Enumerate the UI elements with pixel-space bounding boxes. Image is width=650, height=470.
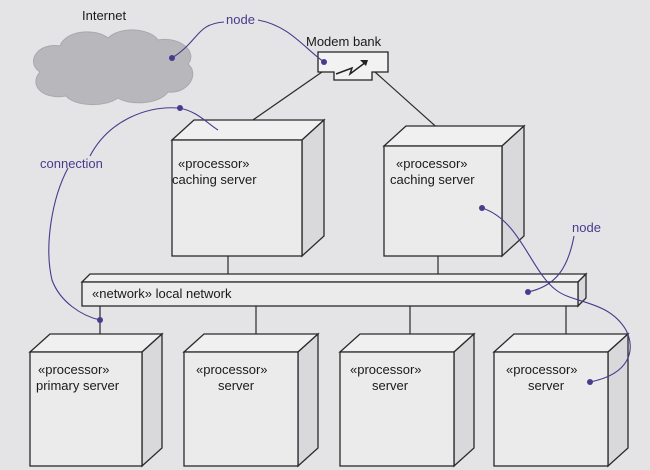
node-annotation-curve-top (171, 21, 225, 59)
caching-server-2-name: caching server (390, 172, 475, 187)
caching-server-2-stereotype: «processor» (396, 156, 468, 171)
caching-server-node-2 (382, 124, 526, 258)
primary-server-node (28, 332, 164, 468)
node-annotation-right: node (572, 220, 601, 235)
annotation-dot (587, 379, 593, 385)
modem-links (249, 71, 443, 133)
primary-server-name: primary server (36, 378, 120, 393)
local-network-bar (80, 272, 588, 308)
annotation-dot (321, 59, 327, 65)
server-node-1 (182, 332, 320, 468)
server-links (99, 306, 567, 346)
modem-bank-label: Modem bank (306, 34, 382, 49)
server-2-name: server (372, 378, 409, 393)
connection-annotation: connection (40, 156, 103, 171)
internet-label: Internet (82, 8, 127, 23)
server-1-stereotype: «processor» (196, 362, 268, 377)
connection-annotation-curve-top (89, 107, 219, 157)
server-node-3 (492, 332, 630, 468)
annotation-dots (97, 55, 593, 385)
annotation-dot (525, 289, 531, 295)
connection-annotation-curve-bottom (48, 167, 101, 321)
annotation-curves (48, 19, 631, 383)
server-3-name: server (528, 378, 565, 393)
server-1-name: server (218, 378, 255, 393)
caching-server-1-stereotype: «processor» (178, 156, 250, 171)
annotation-dot (97, 317, 103, 323)
modem-bank (317, 51, 389, 81)
node-annotation-curve-right-2 (527, 235, 575, 293)
network-label: «network» local network (92, 286, 231, 301)
network-name: local network (155, 286, 232, 301)
node-annotation-top: node (226, 12, 255, 27)
internet-cloud (33, 29, 194, 105)
caching-server-1-name: caching server (172, 172, 257, 187)
server-node-2 (338, 332, 476, 468)
caching-server-node-1 (170, 118, 326, 258)
server-2-stereotype: «processor» (350, 362, 422, 377)
annotation-dot (479, 205, 485, 211)
node-annotation-curve-modem (257, 19, 325, 63)
network-stereotype: «network» (92, 286, 152, 301)
annotation-dot (177, 105, 183, 111)
annotation-dot (169, 55, 175, 61)
primary-server-stereotype: «processor» (38, 362, 110, 377)
node-annotation-curve-right-1 (481, 207, 631, 383)
server-3-stereotype: «processor» (506, 362, 578, 377)
